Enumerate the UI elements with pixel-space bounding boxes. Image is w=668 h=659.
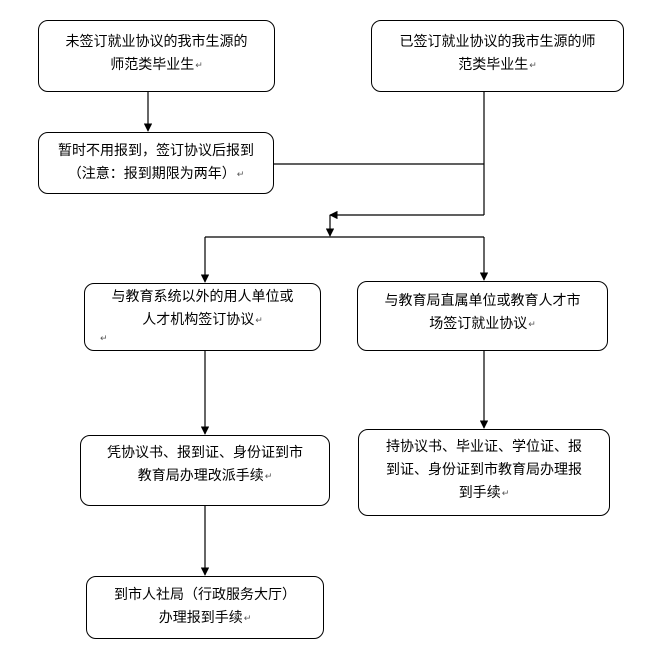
reassign-procedure-box: 凭协议书、报到证、身份证到市 教育局办理改派手续↵: [80, 435, 330, 506]
paragraph-mark-icon: ↵: [236, 170, 245, 180]
box-text-line: 到市人社局（行政服务大厅）: [114, 587, 296, 603]
box-text-line: 与教育系统以外的用人单位或: [111, 289, 294, 305]
box-text-line: 持协议书、毕业证、学位证、报: [386, 439, 582, 455]
outside-edu-units-box: 与教育系统以外的用人单位或 人才机构签订协议↵ ↵: [84, 283, 321, 351]
signed-graduates-box: 已签订就业协议的我市生源的师 范类毕业生↵: [371, 20, 624, 92]
report-procedure-box: 持协议书、毕业证、学位证、报 到证、身份证到市教育局办理报 到手续↵: [358, 429, 610, 516]
box-text-line: 人才机构签订协议↵: [142, 312, 263, 328]
box-text-line: 办理报到手续↵: [158, 610, 252, 626]
hr-bureau-report-box: 到市人社局（行政服务大厅） 办理报到手续↵: [86, 576, 324, 639]
box-text-line: 师范类毕业生↵: [110, 57, 203, 73]
box-text-line: 凭协议书、报到证、身份证到市: [107, 445, 303, 461]
paragraph-mark-icon: ↵: [255, 316, 263, 326]
paragraph-mark-icon: ↵: [501, 489, 510, 499]
unsigned-graduates-box: 未签订就业协议的我市生源的 师范类毕业生↵: [38, 20, 275, 92]
box-text-line: 到手续↵: [458, 485, 510, 501]
box-text-line: 范类毕业生↵: [458, 57, 537, 73]
paragraph-mark-icon: ↵: [264, 472, 273, 482]
box-text-line: 与教育局直属单位或教育人才市: [384, 293, 581, 309]
box-text-line: 已签订就业协议的我市生源的师: [399, 34, 596, 50]
box-text-line: 未签订就业协议的我市生源的: [65, 34, 248, 50]
edu-direct-units-box: 与教育局直属单位或教育人才市 场签订就业协议↵: [357, 281, 608, 351]
box-text-line: （注意：报到期限为两年）↵: [67, 166, 245, 182]
box-text-line: 暂时不用报到，签订协议后报到: [58, 143, 254, 159]
paragraph-mark-icon: ↵: [100, 334, 108, 344]
box-text-line: 教育局办理改派手续↵: [137, 468, 273, 484]
paragraph-mark-icon: ↵: [528, 320, 536, 330]
paragraph-mark-icon: ↵: [243, 614, 252, 624]
paragraph-mark-icon: ↵: [195, 61, 203, 71]
box-text-line: 场签订就业协议↵: [429, 316, 536, 332]
defer-report-box: 暂时不用报到，签订协议后报到 （注意：报到期限为两年）↵: [38, 132, 274, 194]
paragraph-mark-icon: ↵: [529, 61, 537, 71]
box-text-line: 到证、身份证到市教育局办理报: [386, 462, 582, 478]
